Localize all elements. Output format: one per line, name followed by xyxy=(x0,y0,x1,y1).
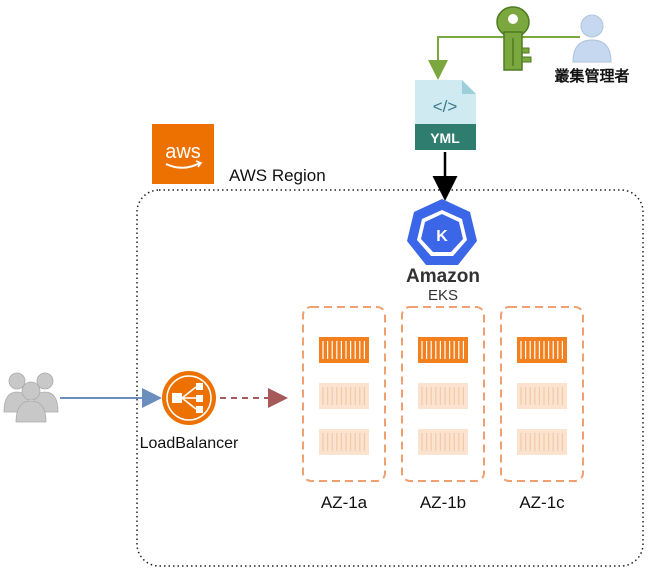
container-icon xyxy=(517,383,567,409)
az-label: AZ-1b xyxy=(420,493,466,512)
container-icon xyxy=(319,337,369,363)
eks-icon: K xyxy=(407,199,477,265)
az-box-az-1a xyxy=(302,306,386,482)
eks-subtitle: EKS xyxy=(428,287,458,304)
az-label: AZ-1c xyxy=(519,493,565,512)
region-label: AWS Region xyxy=(229,166,326,185)
aws-logo-icon: aws xyxy=(152,124,214,184)
container-icon xyxy=(517,429,567,455)
users-group-icon xyxy=(3,372,59,423)
admin-label: 叢集管理者 xyxy=(554,67,629,85)
container-icon xyxy=(418,337,468,363)
admin-to-yml-arrow xyxy=(428,36,580,80)
load-balancer-icon xyxy=(162,371,216,425)
container-icon xyxy=(517,337,567,363)
az-box-az-1c xyxy=(500,306,584,482)
az-label: AZ-1a xyxy=(321,493,368,512)
eks-glyph: K xyxy=(436,228,448,245)
container-icon xyxy=(418,383,468,409)
az-box-az-1b xyxy=(401,306,485,482)
user-icon xyxy=(572,14,612,63)
container-icon xyxy=(319,383,369,409)
yml-file-icon: </> YML xyxy=(415,80,476,150)
availability-zones: AZ-1a AZ-1b AZ-1c xyxy=(302,306,584,512)
container-icon xyxy=(418,429,468,455)
eks-title: Amazon xyxy=(406,266,480,287)
aws-logo-text: aws xyxy=(165,141,201,163)
aws-region-boundary xyxy=(136,189,644,567)
load-balancer-label: LoadBalancer xyxy=(140,435,239,452)
yml-label: YML xyxy=(430,130,460,146)
container-icon xyxy=(319,429,369,455)
yml-glyph: </> xyxy=(433,97,458,116)
key-icon xyxy=(496,6,532,71)
